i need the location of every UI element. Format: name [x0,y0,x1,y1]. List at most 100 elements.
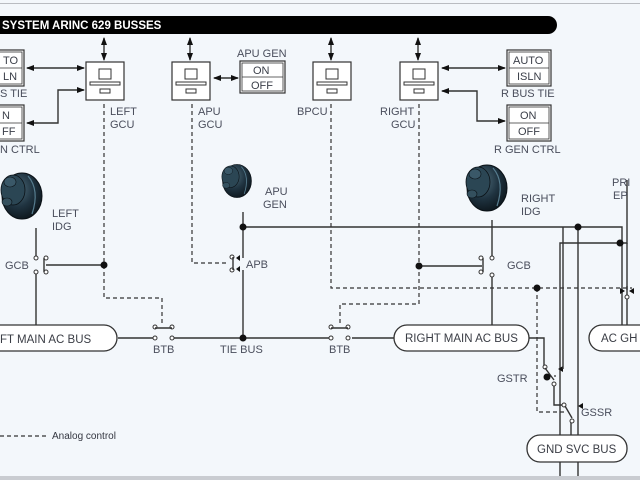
controller-frame [85,61,125,101]
pri-ep-contactor[interactable] [620,286,634,300]
r-bus-tie-switch[interactable]: AUTO ISLN [506,49,552,87]
junction-dot [415,262,423,270]
generator-pad [223,167,233,175]
controller-screen-icon [98,68,112,80]
bpcu-analog-line [330,104,632,289]
tie-bus-label: TIE BUS [220,344,263,356]
right-btb-breaker[interactable] [328,324,351,341]
apu-gen-on: ON [253,65,270,77]
gstr-to-gssr [553,384,563,406]
controller-screen-icon [184,68,198,80]
l-bus-tie-auto: TO [3,55,19,67]
apu-gen-label-2: GEN [263,199,287,211]
bpcu-label: BPCU [297,106,328,118]
ac-gh-bus[interactable]: AC GH [588,324,640,352]
left-main-ac-bus[interactable]: FT MAIN AC BUS [0,324,118,352]
left-idg-label-2: IDG [52,221,72,233]
bpcu-box[interactable] [312,61,352,101]
right-gcu-box[interactable] [399,61,439,101]
controller-screen-icon [325,68,339,80]
controller-slot-icon [99,88,111,94]
generator-pad [1,197,13,207]
l-bus-tie-switch[interactable]: TO LN [0,49,25,87]
right-idg-label-1: RIGHT [521,193,556,205]
generator-highlight [492,167,501,207]
left-idg-label-1: LEFT [52,208,79,220]
pri-ep-label-1: PRI [612,177,630,189]
controller-panel-icon [316,81,348,86]
legend-analog-control: Analog control [52,431,116,442]
gnd-svc-bus-label: GND SVC BUS [537,444,617,456]
left-btb-breaker[interactable] [152,324,175,341]
right-main-ac-bus[interactable]: RIGHT MAIN AC BUS [393,324,530,352]
right-idg-label-2: IDG [521,206,541,218]
r-gen-ctrl-on: ON [520,110,537,122]
apu-gen-switch-label: APU GEN [237,48,287,60]
apb-label: APB [246,259,268,271]
controller-frame [312,61,352,101]
junction-dot [543,373,551,381]
r-bus-tie-isln: ISLN [517,71,542,83]
gssr-breaker[interactable] [561,402,583,424]
l-gen-ctrl-switch[interactable]: N FF [0,104,25,142]
banner-title: SYSTEM ARINC 629 BUSSES [2,20,162,32]
controller-panel-icon [175,81,207,86]
controller-slot-icon [326,88,338,94]
l-bus-tie-label: S TIE [0,88,27,100]
gssr-label: GSSR [581,407,612,419]
l-gen-ctrl-off: FF [2,126,16,138]
right-gcu-label-2: GCU [391,119,416,131]
left-idg-icon [0,172,43,220]
gstr-label: GSTR [497,373,528,385]
apu-gen-label-1: APU [265,186,288,198]
apu-gcu-label-2: GCU [198,119,223,131]
generator-pad [222,182,231,189]
pri-ep-label-2: EP [613,190,628,202]
generator-pad [466,189,478,199]
apu-gen-off: OFF [251,80,273,92]
gstr-breaker[interactable] [542,227,564,387]
right-bus-to-gstr [529,337,545,368]
r-gen-ctrl-link [441,88,506,124]
legend: Analog control [0,431,116,442]
apb-breaker[interactable] [229,254,240,273]
left-main-ac-bus-label: FT MAIN AC BUS [0,334,91,346]
gnd-svc-bus[interactable]: GND SVC BUS [526,434,628,463]
l-bus-tie-isln: LN [3,71,17,83]
gssr-analog-line [536,288,566,413]
left-btb-label: BTB [153,344,174,356]
generator-highlight [27,175,36,215]
pri-ep-line [559,180,628,480]
junction-dot [574,223,582,231]
r-gen-ctrl-off: OFF [518,126,540,138]
left-gcb-breaker[interactable] [33,255,49,275]
apu-gcu-box[interactable] [171,61,211,101]
controller-slot-icon [185,88,197,94]
right-idg-icon [465,164,508,212]
right-btb-label: BTB [329,344,350,356]
right-gcb-breaker[interactable] [478,255,495,278]
bottom-border [0,476,640,480]
left-gcu-label-2: GCU [110,119,135,131]
top-border [0,3,640,4]
right-gcb-label: GCB [507,260,531,272]
junction-dot [239,334,247,342]
left-gcu-label-1: LEFT [110,106,137,118]
apu-gen-icon [221,164,252,198]
controller-panel-icon [403,81,435,86]
arinc-629-bus-banner: SYSTEM ARINC 629 BUSSES [0,16,557,34]
apu-gcu-label-1: APU [198,106,221,118]
controller-frame [171,61,211,101]
apu-gen-switch[interactable]: ON OFF [239,60,286,94]
r-bus-tie-label: R BUS TIE [501,88,555,100]
apu-gcu-analog-line [191,104,229,264]
l-gen-ctrl-link [26,87,85,126]
left-gcu-box[interactable] [85,61,125,101]
apu-gen-main-line [243,226,623,335]
left-gcb-label: GCB [5,260,29,272]
r-gen-ctrl-switch[interactable]: ON OFF [506,104,552,142]
generator-pad [3,176,17,188]
r-bus-tie-auto: AUTO [513,55,544,67]
generator-highlight [240,166,247,195]
